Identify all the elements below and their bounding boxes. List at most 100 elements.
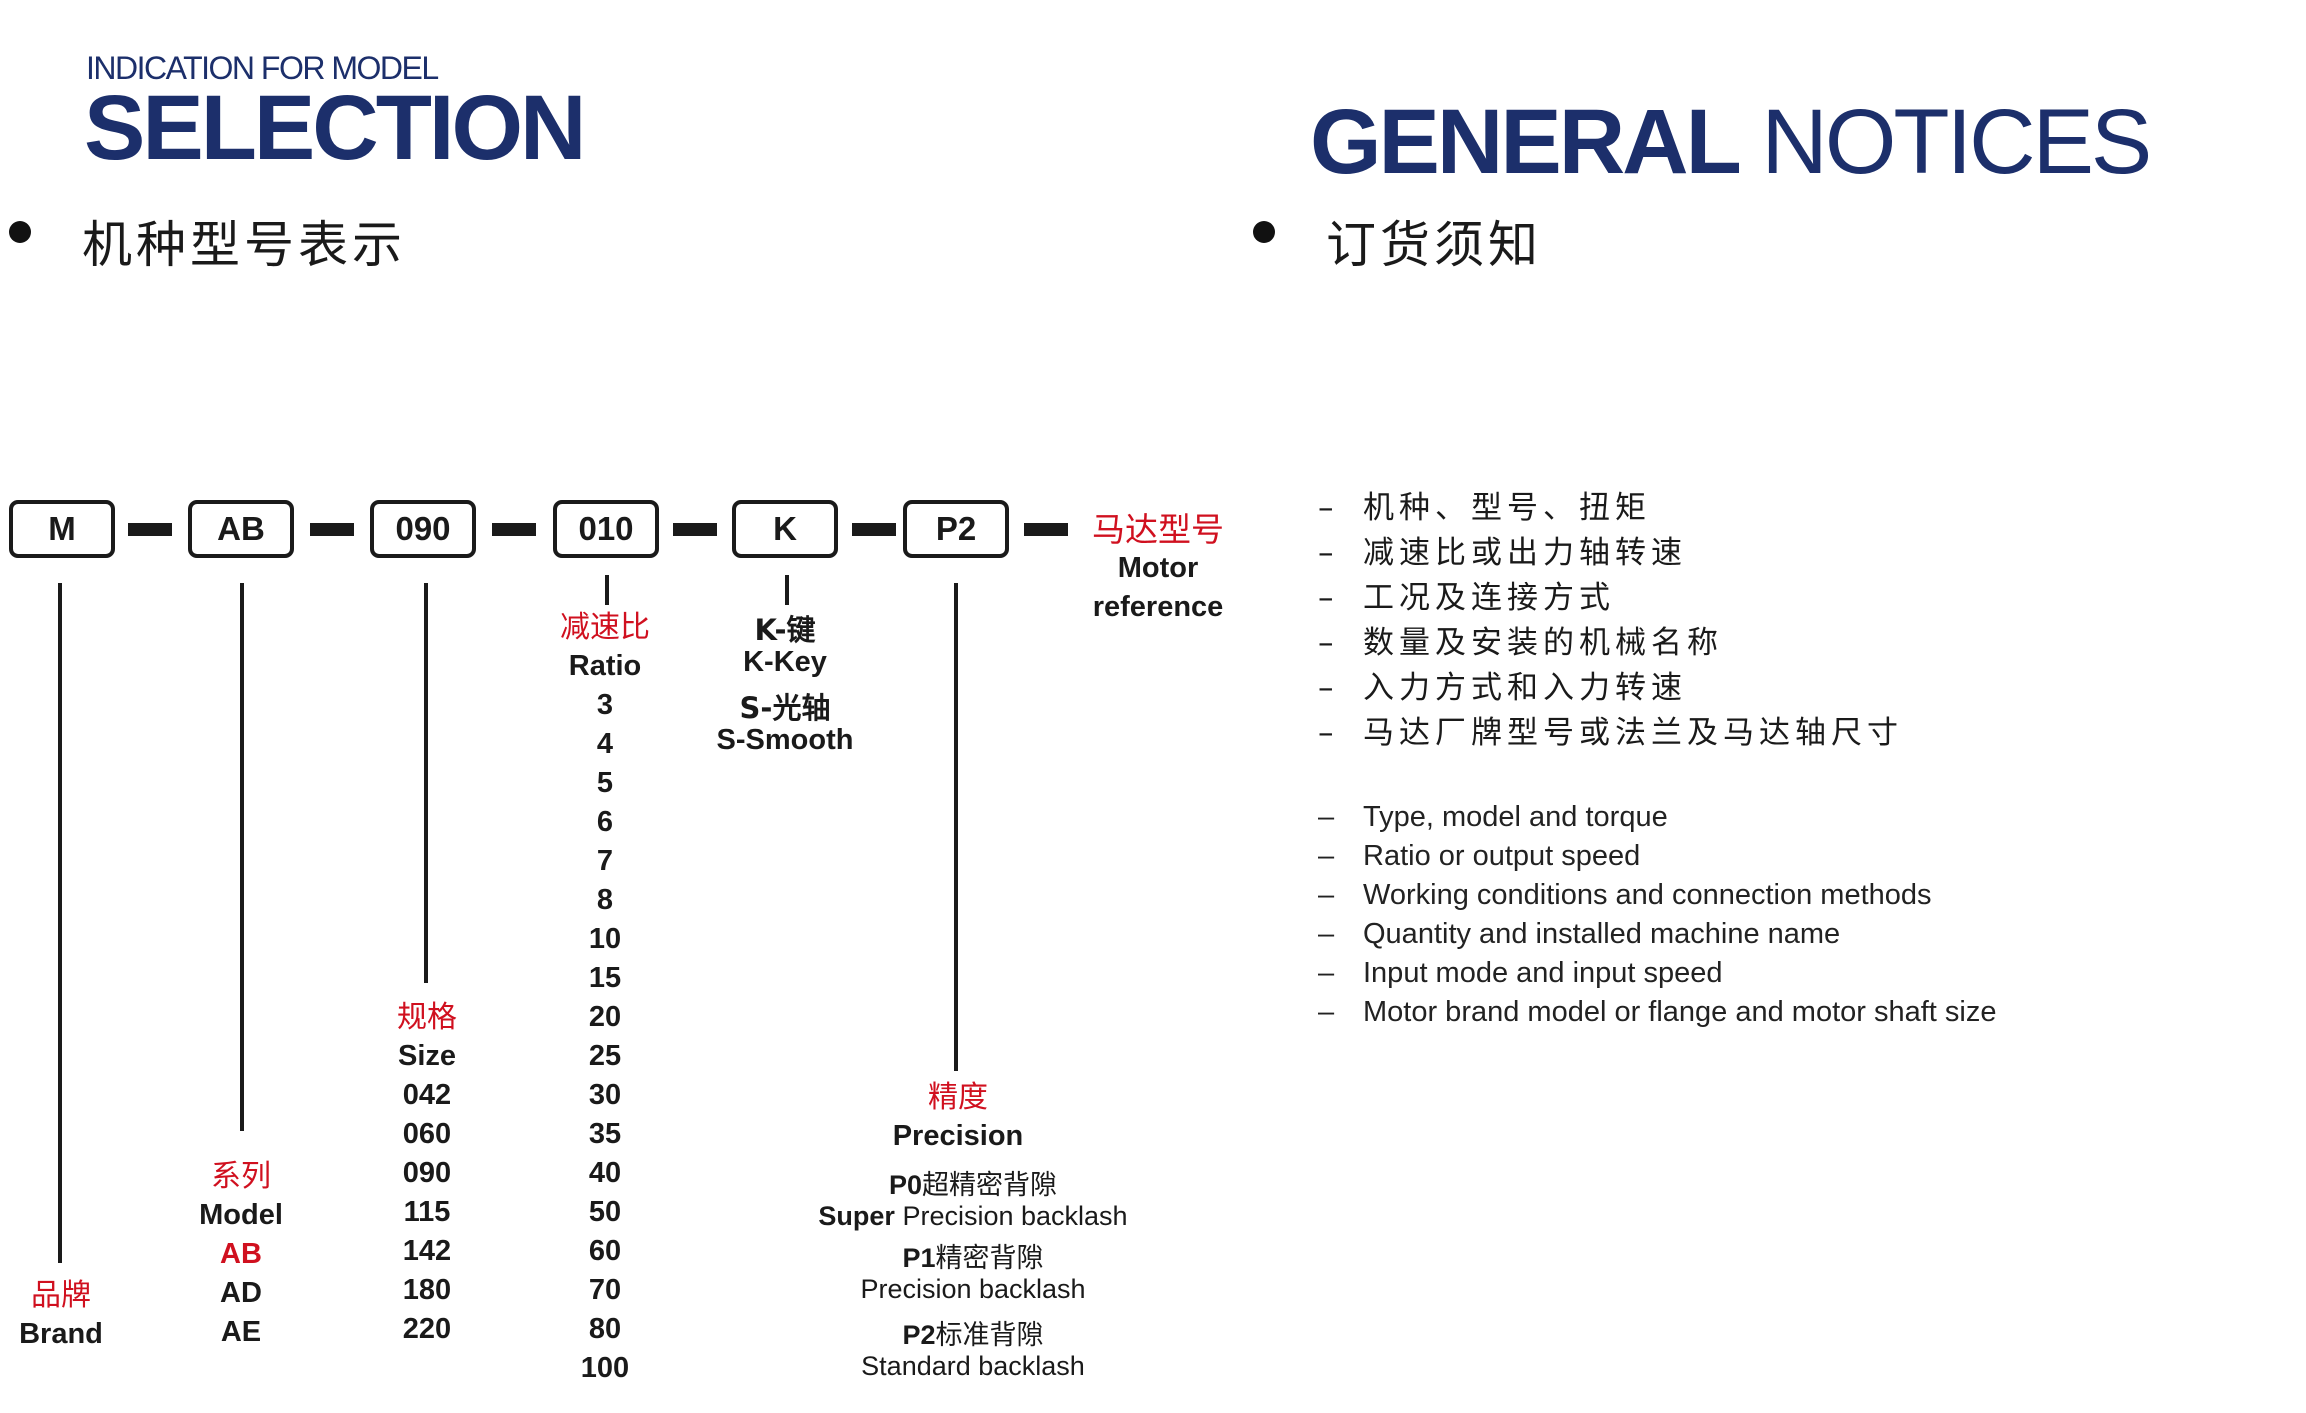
list-item: –Type, model and torque <box>1318 801 1668 833</box>
ratio-option: 6 <box>596 806 614 838</box>
ratio-option: 20 <box>588 1001 622 1033</box>
model-group: 系列 Model AB AD AE <box>180 1157 302 1352</box>
size-en: Size <box>397 1040 457 1072</box>
ratio-option: 4 <box>596 728 614 760</box>
ratio-option: 15 <box>588 962 622 994</box>
precision-item-en: Precision backlash <box>902 1201 1128 1231</box>
code-box-ratio: 010 <box>553 500 659 558</box>
shaft-key-en: K-Key <box>743 646 827 678</box>
ratio-option: 70 <box>588 1274 622 1306</box>
precision-item-p0: P0超精密背隙 Super Precision backlash <box>778 1170 1168 1231</box>
code-box-shaft: K <box>732 500 838 558</box>
model-option: AE <box>220 1316 262 1348</box>
list-item: –数量及安装的机械名称 <box>1318 625 1723 661</box>
brand-group: 品牌 Brand <box>0 1276 122 1354</box>
code-dash <box>128 523 172 536</box>
list-item: –机种、型号、扭矩 <box>1318 490 1651 526</box>
bullet-icon <box>1253 221 1275 243</box>
ratio-group: 减速比 Ratio 3 4 5 6 7 8 10 15 20 25 30 35 … <box>540 608 670 1388</box>
size-option: 060 <box>402 1118 452 1150</box>
brand-cn: 品牌 <box>31 1278 91 1313</box>
shaft-group: K-键 K-Key S-光轴 S-Smooth <box>700 614 870 756</box>
ratio-en: Ratio <box>568 650 642 682</box>
ratio-option: 10 <box>588 923 622 955</box>
precision-item-p2: P2标准背隙 Standard backlash <box>778 1320 1168 1381</box>
precision-connector-line <box>954 583 958 1071</box>
size-option: 042 <box>402 1079 452 1111</box>
notices-list-cn: –机种、型号、扭矩 –减速比或出力轴转速 –工况及连接方式 –数量及安装的机械名… <box>1318 486 1903 756</box>
precision-options: P0超精密背隙 Super Precision backlash P1精密背隙 … <box>778 1170 1168 1381</box>
size-option: 180 <box>402 1274 452 1306</box>
list-item: –入力方式和入力转速 <box>1318 670 1687 706</box>
ratio-cn: 减速比 <box>560 610 650 645</box>
general-notices-title: GENERAL NOTICES <box>1310 96 2152 188</box>
precision-code: P0 <box>888 1170 923 1200</box>
motor-reference-group: 马达型号 Motor reference <box>1078 510 1238 627</box>
size-group: 规格 Size 042 060 090 115 142 180 220 <box>366 998 488 1349</box>
precision-item-en-bold: Super <box>818 1201 895 1231</box>
list-item: –工况及连接方式 <box>1318 580 1615 616</box>
list-item: –马达厂牌型号或法兰及马达轴尺寸 <box>1318 715 1903 751</box>
code-dash <box>673 523 717 536</box>
code-dash <box>852 523 896 536</box>
code-dash <box>310 523 354 536</box>
size-option: 090 <box>402 1157 452 1189</box>
brand-connector-line <box>58 583 62 1263</box>
precision-group: 精度 Precision <box>808 1078 1108 1156</box>
selection-title: SELECTION <box>84 77 586 179</box>
code-box-size: 090 <box>370 500 476 558</box>
ratio-option: 100 <box>580 1352 630 1384</box>
motor-reference-cn: 马达型号 <box>1092 510 1224 549</box>
general-title-light: NOTICES <box>1761 91 2152 193</box>
general-title-bold: GENERAL <box>1310 91 1742 193</box>
model-connector-line <box>240 583 244 1131</box>
ratio-option: 25 <box>588 1040 622 1072</box>
precision-item-cn: 超精密背隙 <box>922 1170 1058 1201</box>
bullet-icon <box>9 221 31 243</box>
selection-subtitle-cn: 机种型号表示 <box>82 216 406 274</box>
model-option: AB <box>220 1238 262 1270</box>
shaft-smooth-en: S-Smooth <box>716 724 854 756</box>
list-item: –Working conditions and connection metho… <box>1318 879 1932 911</box>
list-item: –Input mode and input speed <box>1318 957 1723 989</box>
ratio-option: 80 <box>588 1313 622 1345</box>
precision-item-cn: 标准背隙 <box>935 1320 1044 1351</box>
shaft-connector-line <box>785 575 789 605</box>
shaft-key-cn: K-键 <box>754 613 816 647</box>
size-option: 115 <box>403 1196 451 1228</box>
model-option: AD <box>220 1277 262 1309</box>
precision-cn: 精度 <box>928 1080 988 1115</box>
list-item: –减速比或出力轴转速 <box>1318 535 1687 571</box>
list-item: –Quantity and installed machine name <box>1318 918 1841 950</box>
size-option: 220 <box>402 1313 452 1345</box>
precision-item-p1: P1精密背隙 Precision backlash <box>778 1243 1168 1304</box>
code-dash <box>492 523 536 536</box>
precision-item-en: Standard backlash <box>861 1351 1085 1381</box>
ratio-option: 40 <box>588 1157 622 1189</box>
ratio-option: 50 <box>588 1196 622 1228</box>
general-subtitle-cn: 订货须知 <box>1326 216 1542 274</box>
ratio-connector-line <box>605 575 609 605</box>
motor-reference-en-1: Motor <box>1117 552 1199 584</box>
brand-en: Brand <box>19 1318 103 1350</box>
model-en: Model <box>199 1199 283 1231</box>
ratio-option: 8 <box>596 884 614 916</box>
list-item: –Ratio or output speed <box>1318 840 1641 872</box>
notices-list-en: –Type, model and torque –Ratio or output… <box>1318 798 1997 1032</box>
precision-code: P1 <box>902 1243 936 1273</box>
indication-label: INDICATION FOR MODEL <box>86 50 439 86</box>
ratio-option: 60 <box>588 1235 622 1267</box>
motor-reference-en-2: reference <box>1092 591 1224 623</box>
model-cn: 系列 <box>211 1159 271 1194</box>
precision-item-en: Precision backlash <box>860 1274 1086 1304</box>
code-box-model: AB <box>188 500 294 558</box>
ratio-option: 35 <box>588 1118 622 1150</box>
size-connector-line <box>424 583 428 983</box>
precision-en: Precision <box>892 1120 1024 1152</box>
code-box-brand: M <box>9 500 115 558</box>
ratio-option: 5 <box>596 767 614 799</box>
size-option: 142 <box>402 1235 452 1267</box>
precision-item-cn: 精密背隙 <box>935 1243 1044 1274</box>
shaft-smooth-cn: S-光轴 <box>739 691 831 725</box>
ratio-option: 7 <box>596 845 614 877</box>
